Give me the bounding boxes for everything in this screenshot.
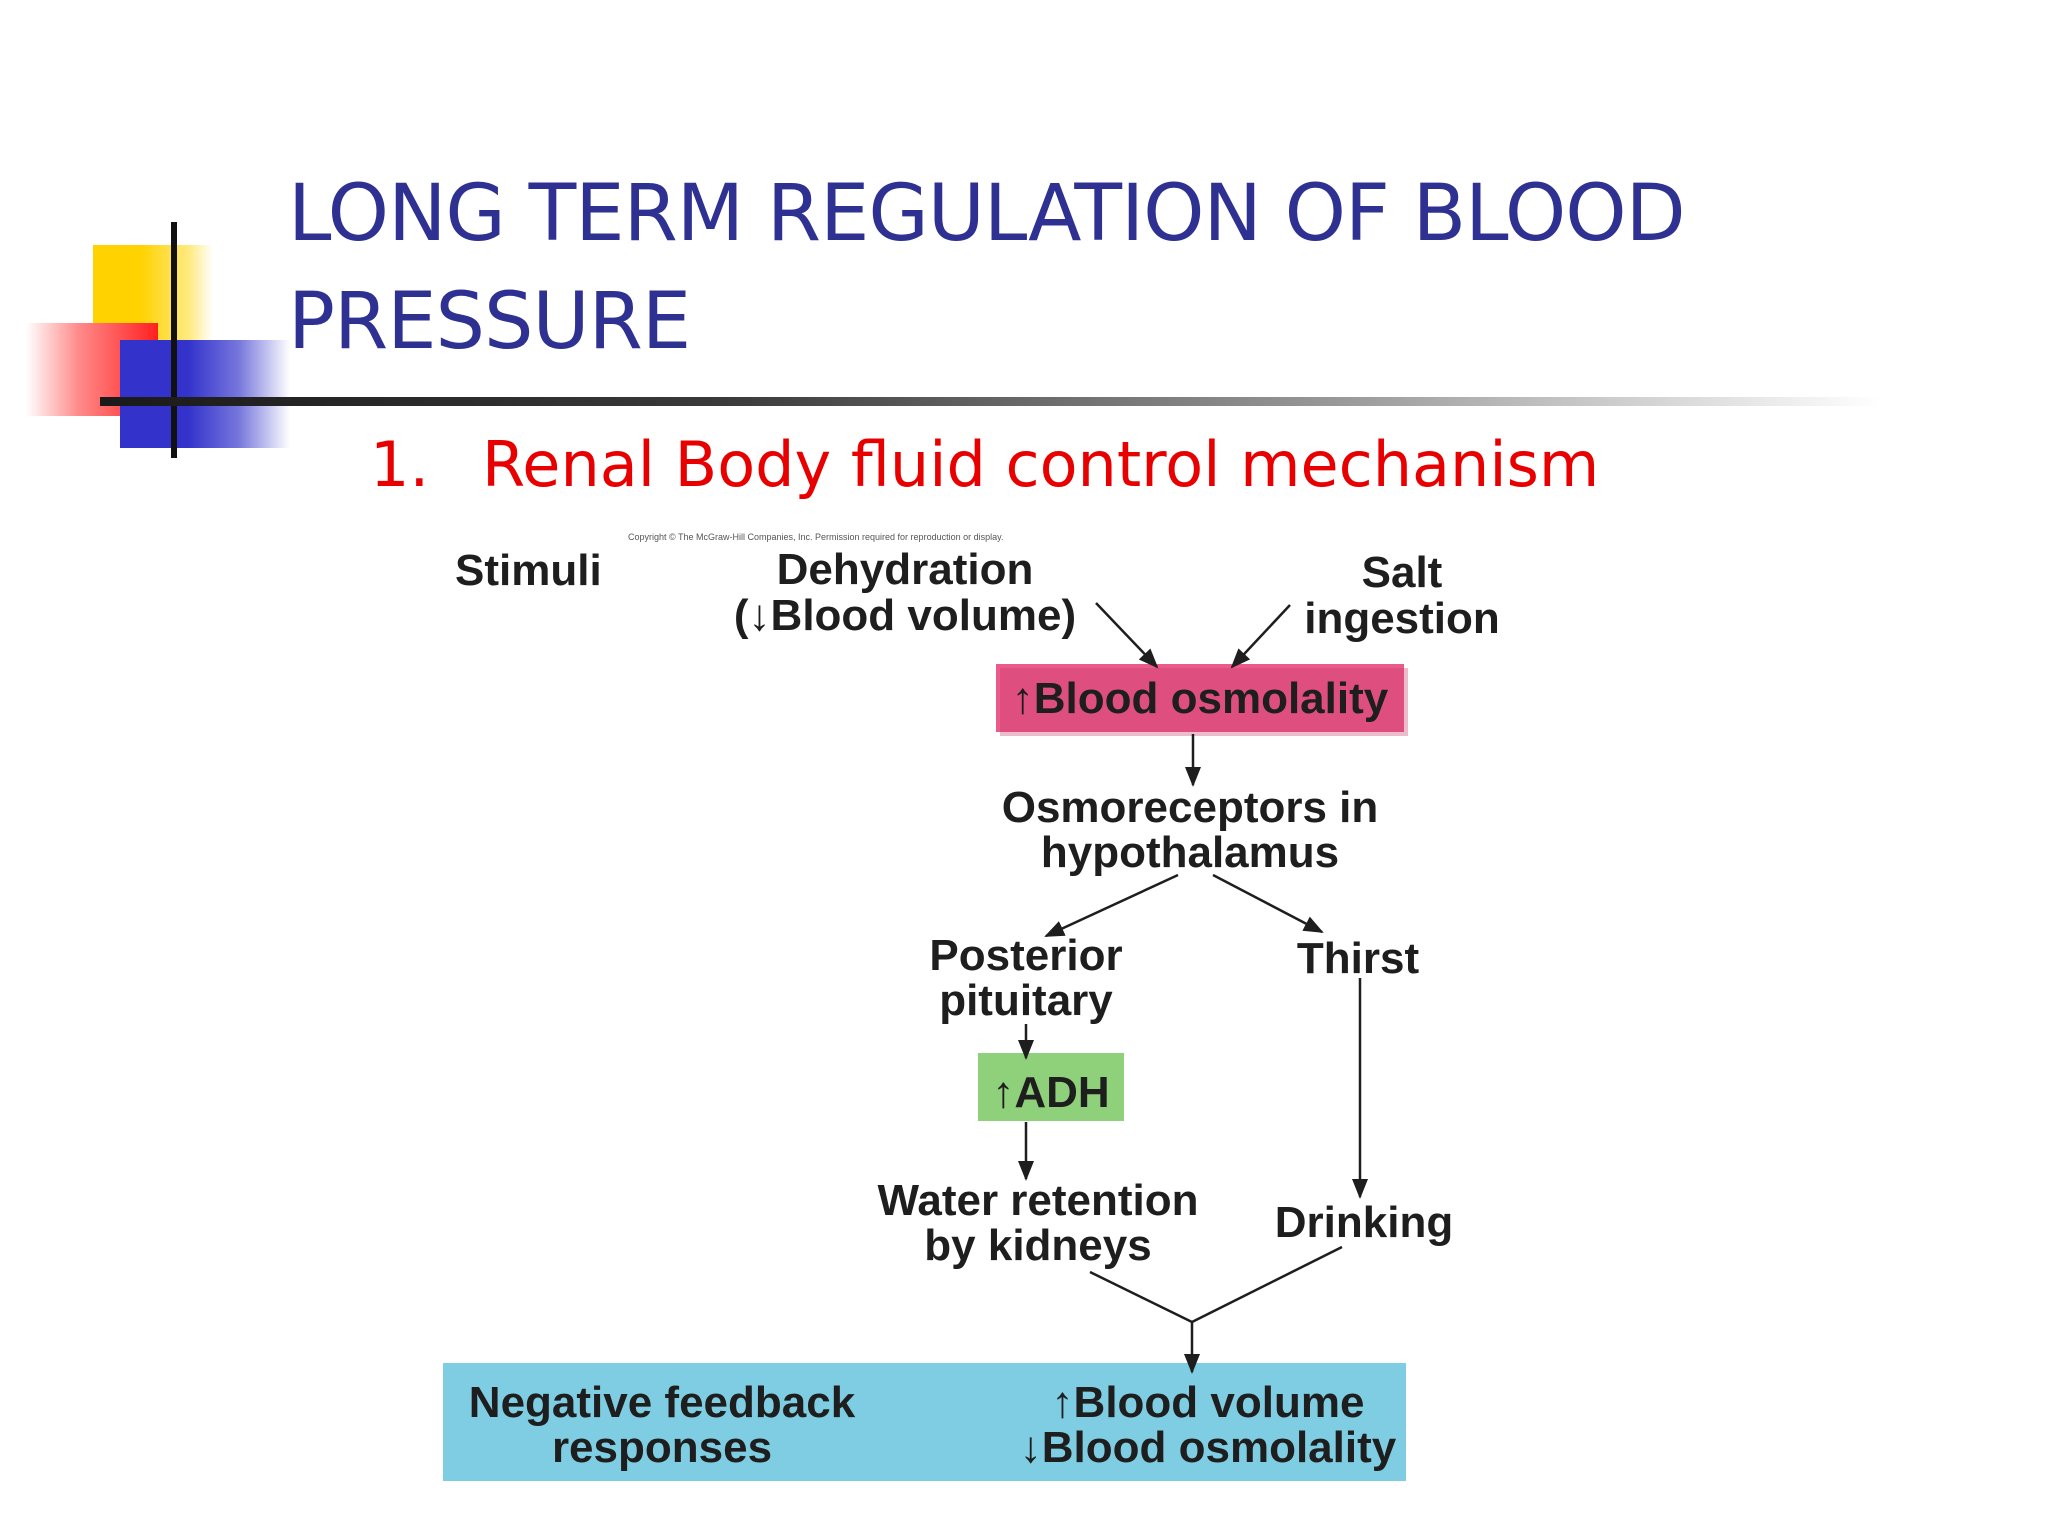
stimuli-label: Stimuli bbox=[455, 546, 602, 595]
arrow-osmoreceptors-to-pituitary bbox=[1044, 873, 1179, 938]
posterior-line2: pituitary bbox=[939, 976, 1113, 1025]
decor-blue-square bbox=[120, 340, 290, 448]
feedback-line2: responses bbox=[552, 1423, 772, 1472]
slide-title: LONG TERM REGULATION OF BLOOD PRESSURE bbox=[288, 160, 1888, 376]
arrow-osmoreceptors-to-thirst bbox=[1212, 873, 1324, 934]
dehydration-line2: (↓Blood volume) bbox=[734, 591, 1076, 640]
drinking-label: Drinking bbox=[1275, 1198, 1453, 1247]
feedback-line1: Negative feedback bbox=[469, 1378, 856, 1427]
result-line2: ↓Blood osmolality bbox=[1020, 1423, 1397, 1472]
osmoreceptors-line1: Osmoreceptors in bbox=[1002, 783, 1379, 832]
result-line1: ↑Blood volume bbox=[1052, 1378, 1365, 1427]
line-drinking-to-merge bbox=[1191, 1245, 1343, 1324]
dehydration-line1: Dehydration bbox=[777, 545, 1034, 594]
posterior-line1: Posterior bbox=[929, 931, 1122, 980]
adh-box bbox=[978, 1053, 1124, 1121]
water-retention-line2: by kidneys bbox=[924, 1221, 1151, 1270]
title-rule bbox=[100, 397, 1880, 406]
subtitle-text: Renal Body fluid control mechanism bbox=[482, 428, 1600, 501]
adh-label: ↑ADH bbox=[992, 1068, 1109, 1117]
subtitle-number: 1. bbox=[370, 428, 430, 501]
line-water-to-merge bbox=[1089, 1270, 1193, 1324]
arrow-salt-to-osmolality bbox=[1230, 604, 1291, 669]
salt-line2: ingestion bbox=[1304, 594, 1500, 643]
osmoreceptors-line2: hypothalamus bbox=[1041, 828, 1339, 877]
slide-subtitle: 1. Renal Body fluid control mechanism bbox=[370, 425, 1599, 505]
decor-vertical-line bbox=[171, 222, 177, 458]
slide-title-line2: PRESSURE bbox=[288, 277, 691, 367]
blood-osmolality-label: ↑Blood osmolality bbox=[1012, 674, 1389, 723]
blood-osmolality-box-shadow bbox=[1000, 668, 1408, 736]
arrow-dehydration-to-osmolality bbox=[1095, 602, 1159, 669]
water-retention-line1: Water retention bbox=[877, 1176, 1198, 1225]
copyright-note: Copyright © The McGraw-Hill Companies, I… bbox=[628, 532, 1003, 542]
blood-osmolality-box bbox=[996, 664, 1404, 732]
slide-title-line1: LONG TERM REGULATION OF BLOOD bbox=[288, 169, 1686, 259]
thirst-label: Thirst bbox=[1297, 934, 1420, 983]
feedback-box bbox=[443, 1363, 1406, 1481]
salt-line1: Salt bbox=[1362, 548, 1443, 597]
